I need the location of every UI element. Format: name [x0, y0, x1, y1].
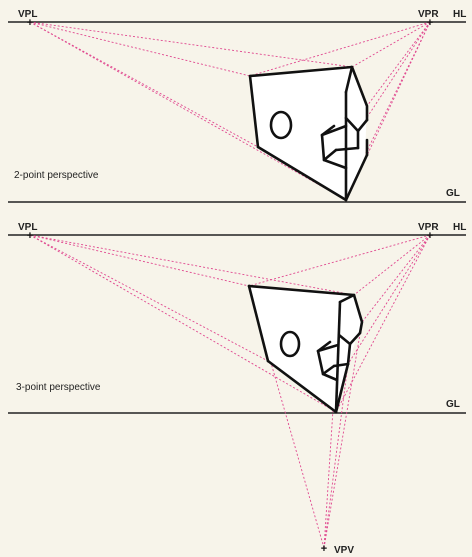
vpv-marker-icon: + — [321, 543, 327, 555]
vpv-label: VPV — [334, 545, 354, 556]
vpl-marker-icon: + — [27, 17, 33, 29]
vpr-label: VPR — [418, 222, 439, 233]
guide-lines-vpr — [249, 21, 431, 201]
guide-lines-vpl — [29, 234, 355, 413]
hl-label: HL — [453, 222, 466, 233]
three-point-panel: + + + VPL VPR HL GL 3-point perspective … — [8, 222, 466, 556]
vpr-label: VPR — [418, 9, 439, 20]
vpl-label: VPL — [18, 9, 37, 20]
hole-circle — [269, 110, 293, 140]
vpl-marker-icon: + — [27, 230, 33, 242]
vpr-marker-icon: + — [427, 17, 433, 29]
vpr-marker-icon: + — [427, 230, 433, 242]
block-object — [248, 65, 369, 202]
guide-lines-vpr — [248, 234, 431, 413]
gl-label: GL — [446, 399, 460, 410]
vpl-label: VPL — [18, 222, 37, 233]
hole-circle — [279, 330, 301, 358]
guide-lines-vpl — [29, 21, 353, 201]
gl-label: GL — [446, 188, 460, 199]
caption-2-point: 2-point perspective — [14, 170, 99, 181]
block-object — [247, 284, 364, 414]
two-point-panel: + + VPL VPR HL GL 2-point perspective — [8, 9, 466, 203]
hl-label: HL — [453, 9, 466, 20]
caption-3-point: 3-point perspective — [16, 382, 101, 393]
